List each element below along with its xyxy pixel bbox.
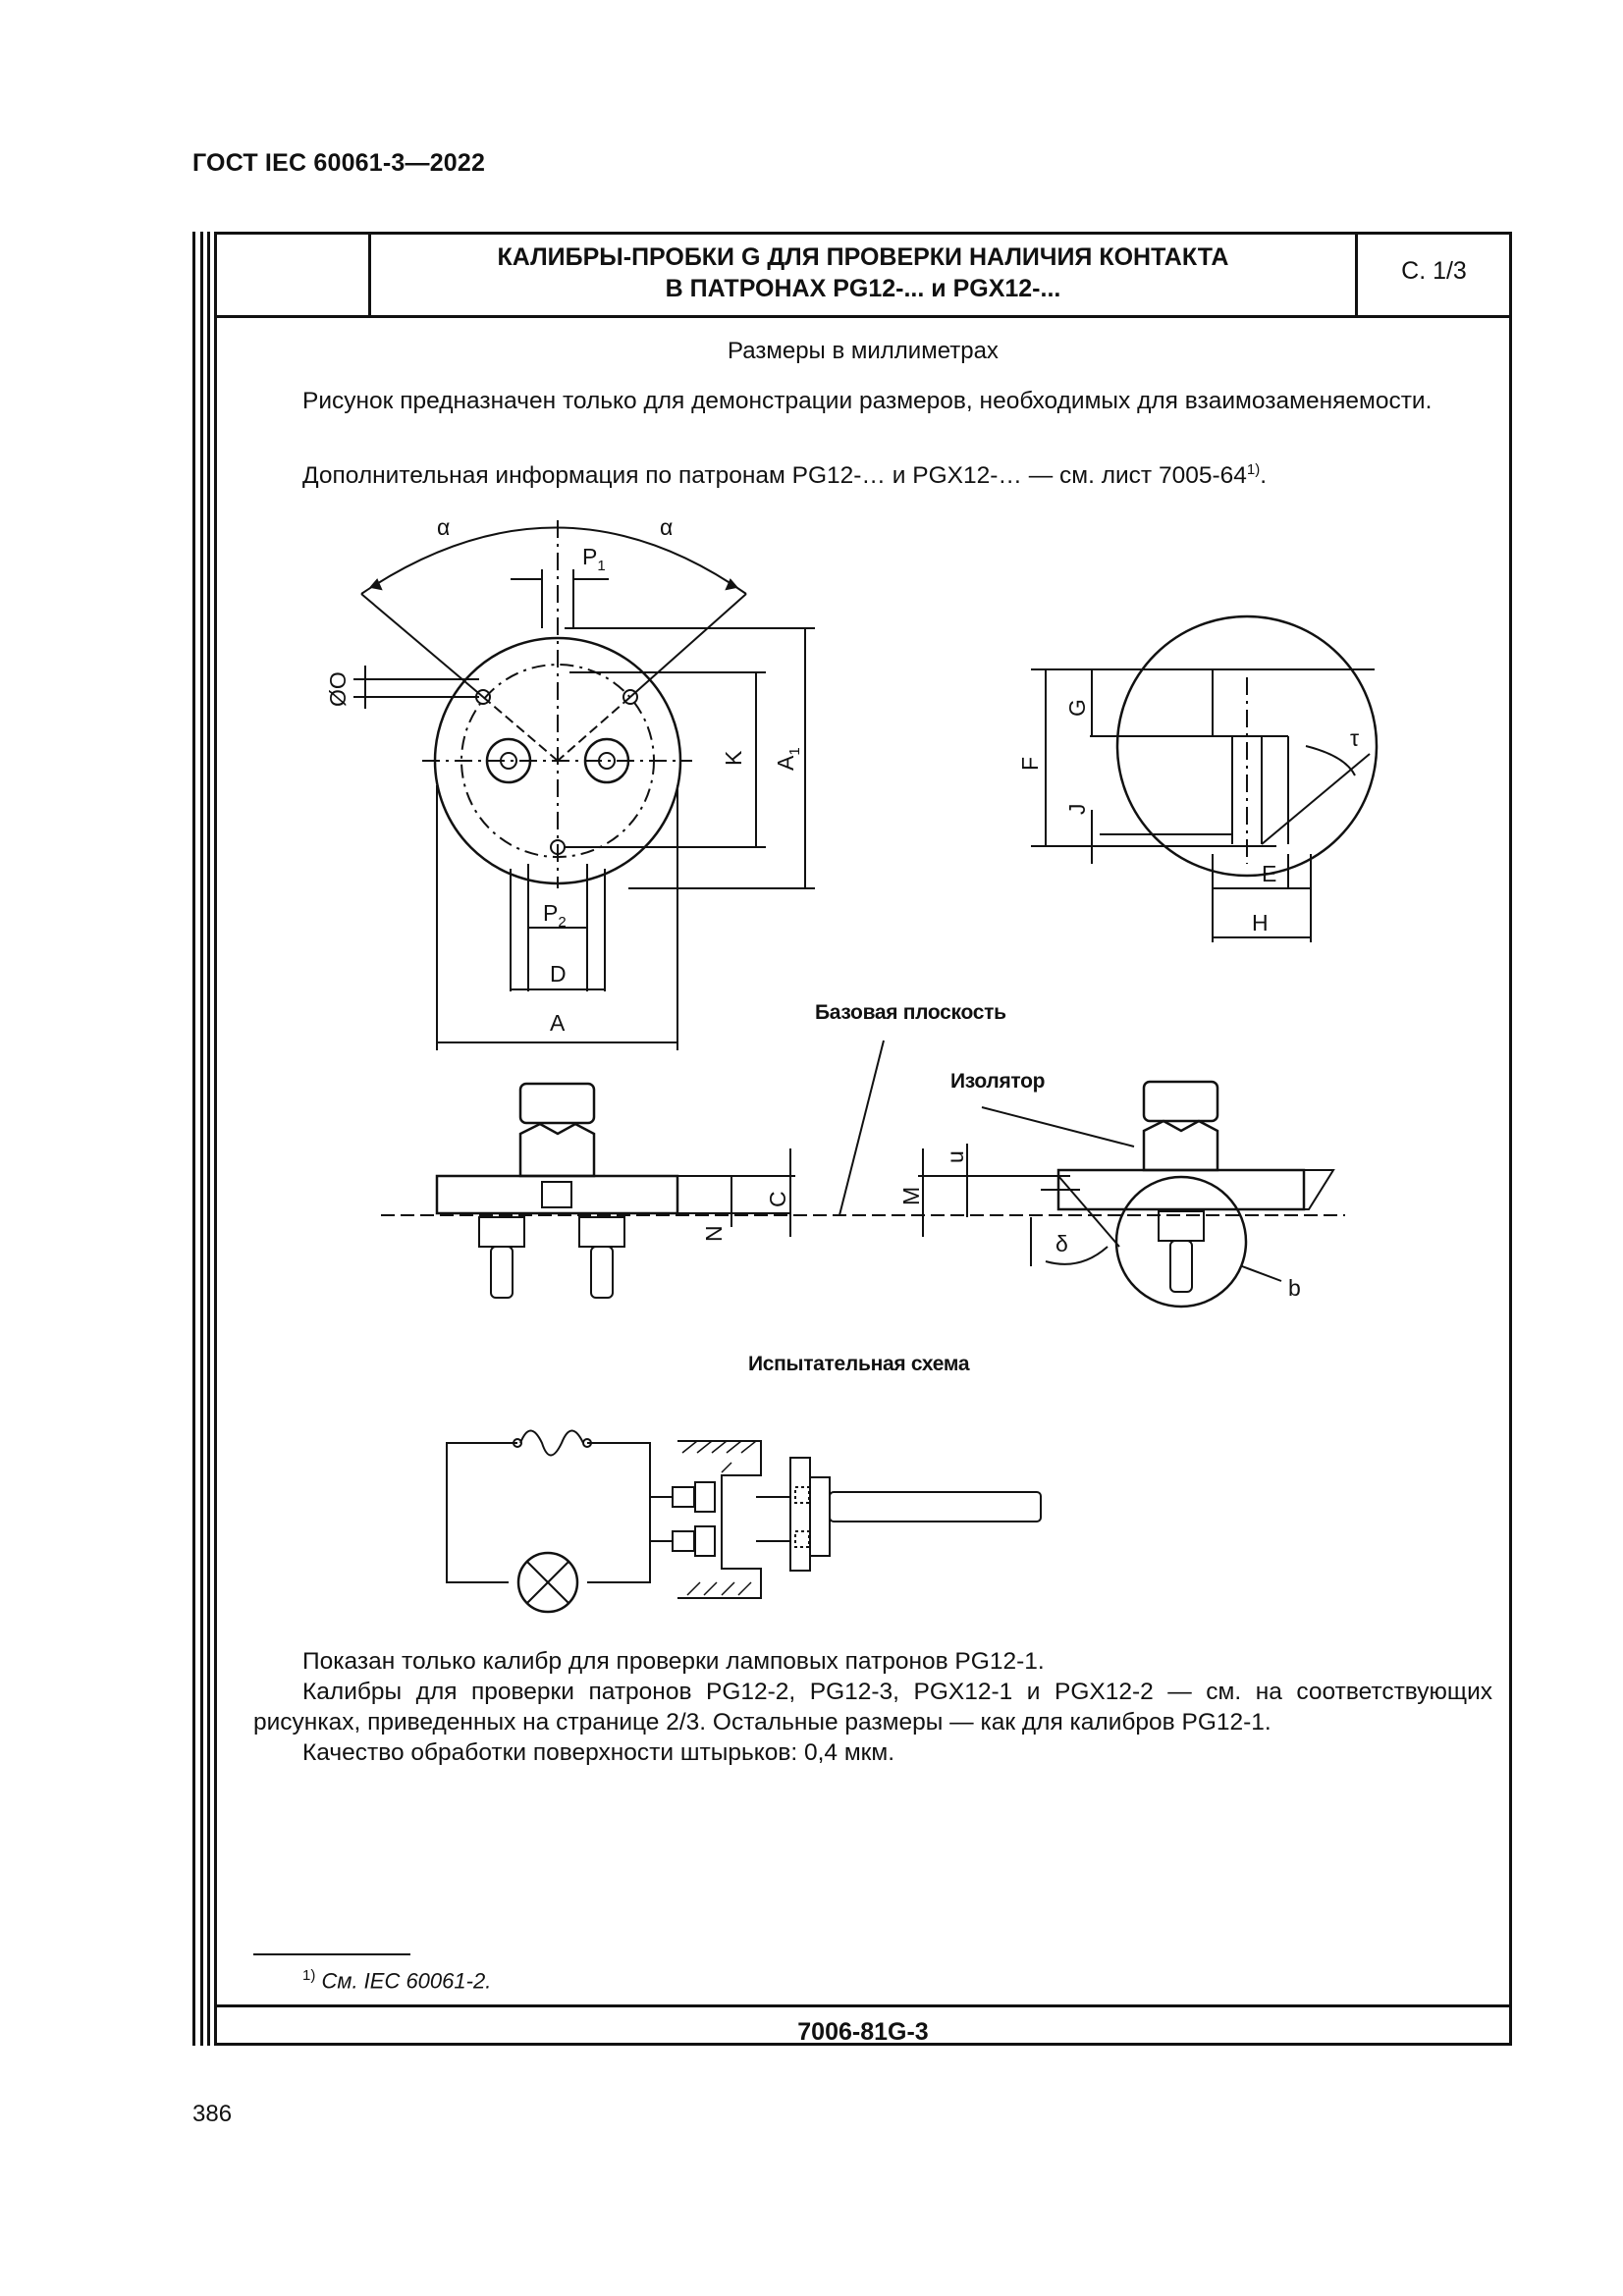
- dim-c: C: [765, 1191, 790, 1207]
- footnote-text: См. IEC 60061-2.: [321, 1968, 492, 1994]
- dim-p1: P1: [582, 544, 606, 574]
- sheet-code: 7006-81G-3: [797, 2018, 929, 2046]
- test-circuit: [446, 1429, 1042, 1614]
- intro-paragraph-2-end: .: [1260, 462, 1268, 490]
- sheet-frame: [214, 232, 1512, 2046]
- dim-d: D: [550, 961, 567, 987]
- dim-m: M: [898, 1187, 924, 1205]
- units-note: Размеры в миллиметрах: [728, 338, 999, 364]
- sheet-title-line1: КАЛИБРЫ-ПРОБКИ G ДЛЯ ПРОВЕРКИ НАЛИЧИЯ КО…: [497, 243, 1229, 271]
- dim-h: H: [1252, 910, 1269, 935]
- note-line-1: Показан только калибр для проверки лампо…: [302, 1648, 1045, 1675]
- sheet-title: КАЛИБРЫ-ПРОБКИ G ДЛЯ ПРОВЕРКИ НАЛИЧИЯ КО…: [374, 241, 1352, 304]
- dim-g: G: [1064, 699, 1090, 717]
- dim-alpha-left: α: [437, 514, 450, 540]
- note-line-2: Калибры для проверки патронов PG12-2, PG…: [253, 1679, 1492, 1735]
- dim-p2: P2: [543, 900, 567, 931]
- document-id: ГОСТ IEC 60061-3—2022: [192, 149, 486, 177]
- dim-a: A: [550, 1010, 566, 1036]
- insulator-label: Изолятор: [950, 1070, 1046, 1093]
- binding-bar-3: [207, 232, 210, 2046]
- note-line-3: Качество обработки поверхности штырьков:…: [302, 1739, 895, 1766]
- dim-o: ØO: [325, 671, 351, 707]
- dim-j: J: [1064, 804, 1090, 816]
- technical-drawing: α α P1 ØO K A1 P2 D A G F J E H τ C N M …: [325, 514, 1379, 1614]
- dim-a1: A1: [773, 747, 803, 771]
- footnote-ref: 1): [1246, 461, 1261, 478]
- footer-divider: [214, 2004, 1512, 2007]
- dim-tau: τ: [1350, 725, 1359, 751]
- test-scheme-label: Испытательная схема: [748, 1353, 970, 1375]
- dim-k: K: [721, 750, 746, 766]
- base-plane-label: Базовая плоскость: [815, 1001, 1006, 1024]
- page-number: 386: [192, 2101, 233, 2127]
- sheet-header-row: [214, 232, 1512, 318]
- sheet-header-left-cell: [214, 232, 371, 318]
- side-view-left: [381, 1040, 1345, 1299]
- dim-delta: δ: [1055, 1231, 1068, 1256]
- dim-f: F: [1017, 757, 1043, 771]
- dim-b: b: [1288, 1275, 1301, 1301]
- footnote: 1) См. IEC 60061-2.: [302, 1967, 491, 1994]
- top-view: [353, 520, 815, 1050]
- sheet-title-line2: В ПАТРОНАХ PG12-... и PGX12-...: [665, 275, 1061, 302]
- dim-e: E: [1262, 861, 1276, 886]
- dim-u: u: [943, 1150, 968, 1163]
- dim-alpha-right: α: [660, 514, 673, 540]
- footnote-rule: [253, 1953, 410, 1955]
- intro-paragraph-2-text: Дополнительная информация по патронам PG…: [302, 462, 1247, 490]
- binding-bar-2: [200, 232, 203, 2046]
- sheet-header-right-cell: [1355, 232, 1512, 318]
- sheet-number: С. 1/3: [1401, 257, 1467, 285]
- intro-paragraph-1: Рисунок предназначен только для демонстр…: [302, 388, 1433, 414]
- intro-paragraph-2: Дополнительная информация по патронам PG…: [253, 454, 1492, 491]
- binding-bar-1: [192, 232, 195, 2046]
- footnote-mark: 1): [302, 1967, 316, 1984]
- detail-view: [1031, 614, 1379, 942]
- dim-n: N: [701, 1225, 727, 1242]
- side-view-right: [918, 1080, 1335, 1308]
